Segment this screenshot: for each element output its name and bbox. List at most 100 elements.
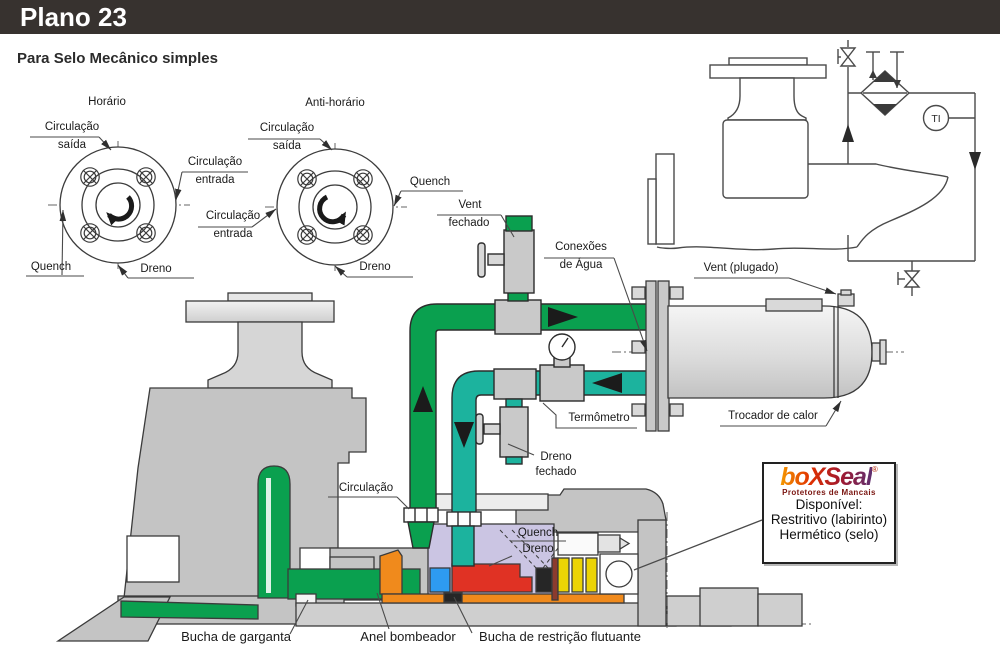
drain-valve-body bbox=[499, 406, 529, 458]
label-heat-exchanger: Trocador de calor bbox=[728, 410, 818, 422]
seal-ring-dark bbox=[535, 567, 553, 593]
pump-cutaway bbox=[55, 292, 812, 642]
vent-plug bbox=[837, 293, 855, 307]
schematic-bracket bbox=[655, 153, 675, 245]
label-thermometer: Termômetro bbox=[568, 412, 630, 424]
flange-cw-circulation-in2: entrada bbox=[195, 174, 235, 186]
flange-ccw-circulation-out: Circulação bbox=[259, 122, 315, 134]
flange-cw-circulation-out: Circulação bbox=[44, 121, 100, 133]
vent-valve-assembly bbox=[477, 215, 542, 335]
schematic-stuffing-box bbox=[722, 119, 809, 199]
brand-availability: Disponível: bbox=[795, 497, 863, 512]
drain-connector bbox=[505, 398, 523, 408]
flow-down-arrow bbox=[969, 152, 981, 170]
flange-ccw-circulation-out2: saída bbox=[272, 140, 302, 152]
schematic-neck bbox=[727, 77, 807, 121]
mechanical-seal bbox=[451, 563, 533, 593]
label-pumping-ring: Anel bombeador bbox=[360, 629, 456, 644]
flow-arrow-right bbox=[548, 307, 578, 327]
drain-valve-assembly bbox=[475, 368, 537, 465]
page-title: Plano 23 bbox=[0, 0, 1000, 34]
flow-up-arrow bbox=[842, 124, 854, 142]
label-vent-closed: Vent bbox=[458, 199, 482, 211]
pipe-taper bbox=[407, 521, 435, 549]
exchanger-bracket bbox=[765, 298, 823, 312]
flange-ccw-circulation-in2: entrada bbox=[213, 228, 253, 240]
flange-bolts bbox=[80, 167, 156, 243]
shaft-end bbox=[757, 593, 803, 627]
flow-arrow-down bbox=[454, 422, 474, 448]
heat-exchanger bbox=[612, 280, 904, 432]
subtitle: Para Selo Mecânico simples bbox=[17, 50, 218, 67]
impeller-shroud bbox=[266, 478, 271, 593]
flange-cw-title: Horário bbox=[88, 96, 126, 108]
schematic-break-line2 bbox=[656, 246, 858, 251]
flange-ccw-drain: Dreno bbox=[359, 261, 391, 273]
piping-schematic bbox=[647, 40, 981, 296]
flange-ccw-quench: Quench bbox=[409, 176, 451, 188]
label-vent-plugged: Vent (plugado) bbox=[703, 262, 779, 274]
flange-ccw-title: Anti-horário bbox=[305, 97, 365, 109]
quench-drain-port bbox=[557, 532, 599, 556]
bearing-ball bbox=[605, 560, 633, 588]
volute-fluid bbox=[120, 600, 259, 620]
thermometer-tee bbox=[539, 364, 585, 402]
registered-mark: ® bbox=[871, 465, 878, 474]
discharge-flange bbox=[185, 300, 335, 323]
flange-bolts bbox=[297, 169, 373, 245]
shaft bbox=[295, 602, 677, 627]
flange-ccw-circulation-in: Circulação bbox=[205, 210, 261, 222]
vent-cap bbox=[505, 215, 533, 232]
drain-tee bbox=[493, 368, 537, 400]
brand-option-1: Restritivo (labirinto) bbox=[770, 512, 888, 528]
gland-bolt bbox=[597, 534, 621, 553]
label-throat-bushing: Bucha de garganta bbox=[181, 629, 291, 644]
restriction-bushing bbox=[443, 592, 463, 603]
brand-logo: boXSeal bbox=[780, 463, 873, 491]
pipe-union bbox=[403, 507, 439, 523]
label-drain-closed2: fechado bbox=[535, 466, 577, 478]
temperature-indicator bbox=[922, 104, 975, 132]
flange-cw-quench: Quench bbox=[30, 261, 72, 273]
exchanger-flange-plate bbox=[645, 280, 657, 432]
labyrinth-seal bbox=[585, 557, 598, 593]
label-vent-closed2: fechado bbox=[448, 217, 490, 229]
flange-view-counterclockwise bbox=[265, 143, 407, 272]
schematic-bracket2 bbox=[647, 178, 657, 245]
label-quench-drain: Quench bbox=[517, 527, 559, 539]
quench-connector bbox=[451, 525, 475, 567]
flange-cw-circulation-out2: saída bbox=[57, 139, 87, 151]
ti-tag: TI bbox=[931, 113, 940, 125]
flow-arrow-left bbox=[592, 373, 622, 393]
drain-valve-stem bbox=[483, 423, 501, 435]
bearing-housing-column bbox=[637, 519, 667, 627]
flange-cw-circulation-in: Circulação bbox=[187, 156, 243, 168]
heat-exchanger-shell bbox=[667, 305, 873, 399]
heat-exchanger-symbol bbox=[859, 51, 911, 116]
seal-ring-blue bbox=[429, 567, 451, 593]
vent-valve-body bbox=[503, 229, 535, 294]
counterclockwise-rotation-arrow bbox=[317, 194, 347, 226]
label-water-connections2: de Água bbox=[559, 259, 603, 271]
labyrinth-seal bbox=[557, 557, 570, 593]
pipe-union bbox=[446, 511, 482, 527]
vent-plug-cap bbox=[840, 289, 852, 296]
shaft-sleeve-step bbox=[699, 587, 759, 627]
flange-cw-drain: Dreno bbox=[140, 263, 172, 275]
brand-box: boXSeal® Protetores de Mancais Disponíve… bbox=[762, 462, 896, 564]
schematic-flange bbox=[709, 64, 827, 79]
clockwise-rotation-arrow bbox=[106, 195, 135, 226]
label-drain-closed: Dreno bbox=[540, 451, 572, 463]
vent-handwheel bbox=[477, 242, 486, 278]
shell-nozzle-cap bbox=[879, 339, 887, 365]
brand-option-2: Hermético (selo) bbox=[779, 527, 879, 543]
seal-sleeve-hook bbox=[379, 549, 403, 595]
discharge-plate bbox=[227, 292, 313, 302]
labyrinth-seal bbox=[571, 557, 584, 593]
flange-view-clockwise bbox=[48, 141, 190, 270]
leader-lines bbox=[26, 136, 842, 635]
shell-nozzle bbox=[871, 342, 881, 362]
impeller-channel bbox=[257, 465, 291, 599]
